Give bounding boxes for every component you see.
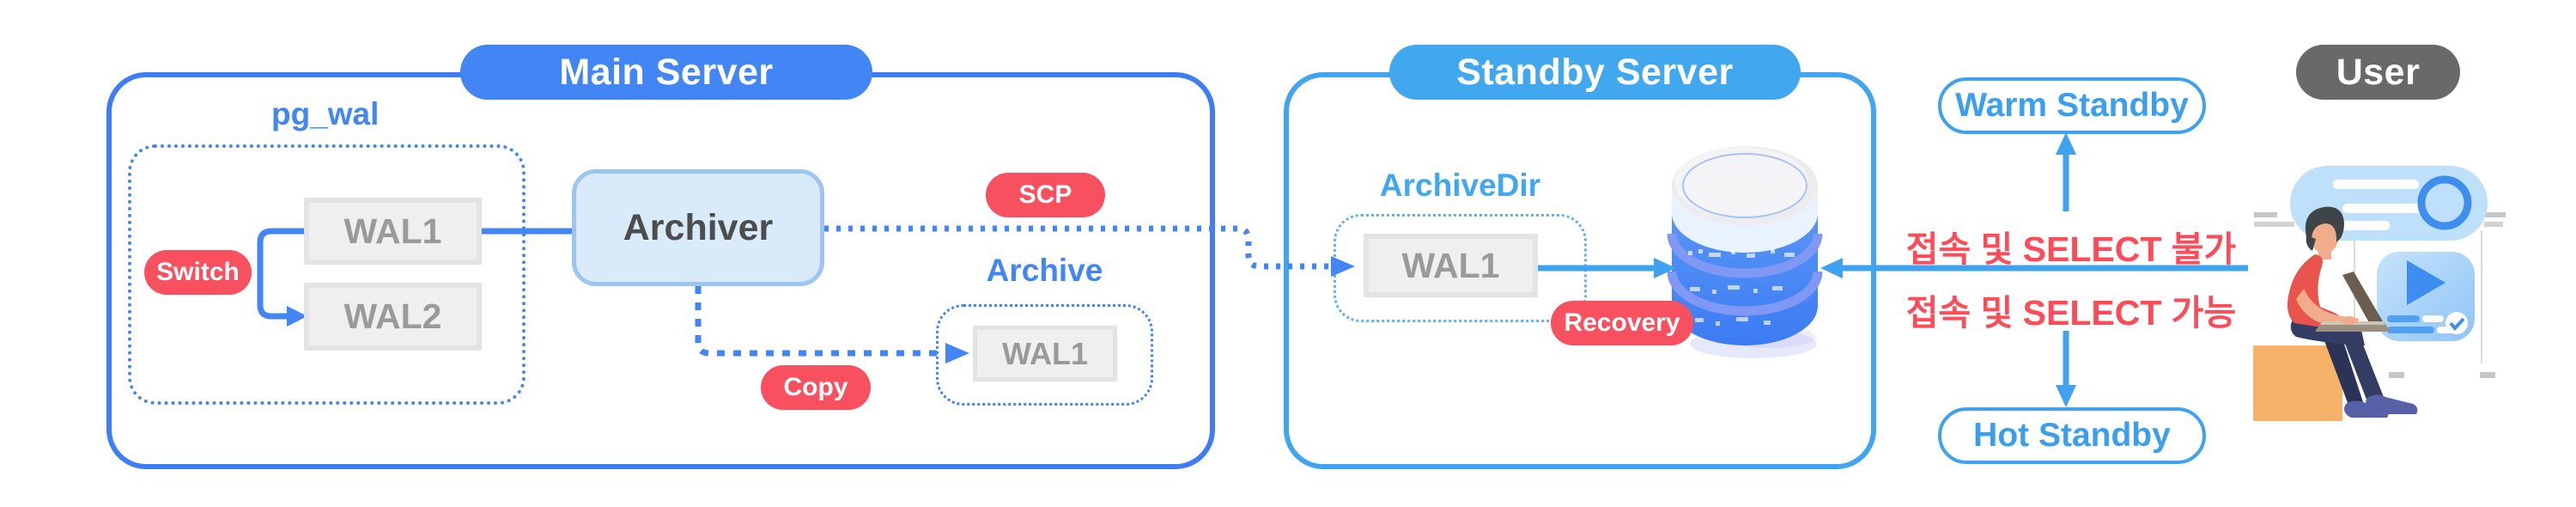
standby-server-title: Standby Server xyxy=(1389,45,1801,100)
user-label: User xyxy=(2296,45,2460,100)
video-card xyxy=(2377,252,2475,341)
standby-wal1-box: WAL1 xyxy=(1364,234,1538,297)
warm-standby-pill: Warm Standby xyxy=(1938,77,2206,134)
speech-bubble xyxy=(2290,166,2488,241)
hot-standby-arrowhead xyxy=(2056,385,2076,407)
archiver-box: Archiver xyxy=(572,169,824,286)
warm-standby-arrowhead xyxy=(2056,132,2076,155)
copy-badge: Copy xyxy=(761,365,871,410)
switch-badge: Switch xyxy=(144,250,252,295)
hot-standby-pill: Hot Standby xyxy=(1938,407,2206,464)
person xyxy=(2253,206,2418,421)
main-server-title: Main Server xyxy=(460,45,872,100)
scp-badge: SCP xyxy=(986,173,1105,217)
pg-wal-folder xyxy=(128,144,526,405)
archive-label: Archive xyxy=(986,253,1103,288)
hot-standby-note: 접속 및 SELECT 가능 xyxy=(1905,293,2237,333)
user-illustration xyxy=(2253,166,2506,421)
pg-wal-label: pg_wal xyxy=(271,96,380,131)
warm-standby-note: 접속 및 SELECT 불가 xyxy=(1905,229,2237,269)
wal2-box: WAL2 xyxy=(304,283,482,351)
browser-guide-lines xyxy=(2254,212,2506,378)
wal1-box: WAL1 xyxy=(304,198,482,265)
recovery-badge: Recovery xyxy=(1551,301,1693,345)
archive-dir-label: ArchiveDir xyxy=(1379,168,1541,203)
archive-wal1-box: WAL1 xyxy=(973,326,1117,382)
